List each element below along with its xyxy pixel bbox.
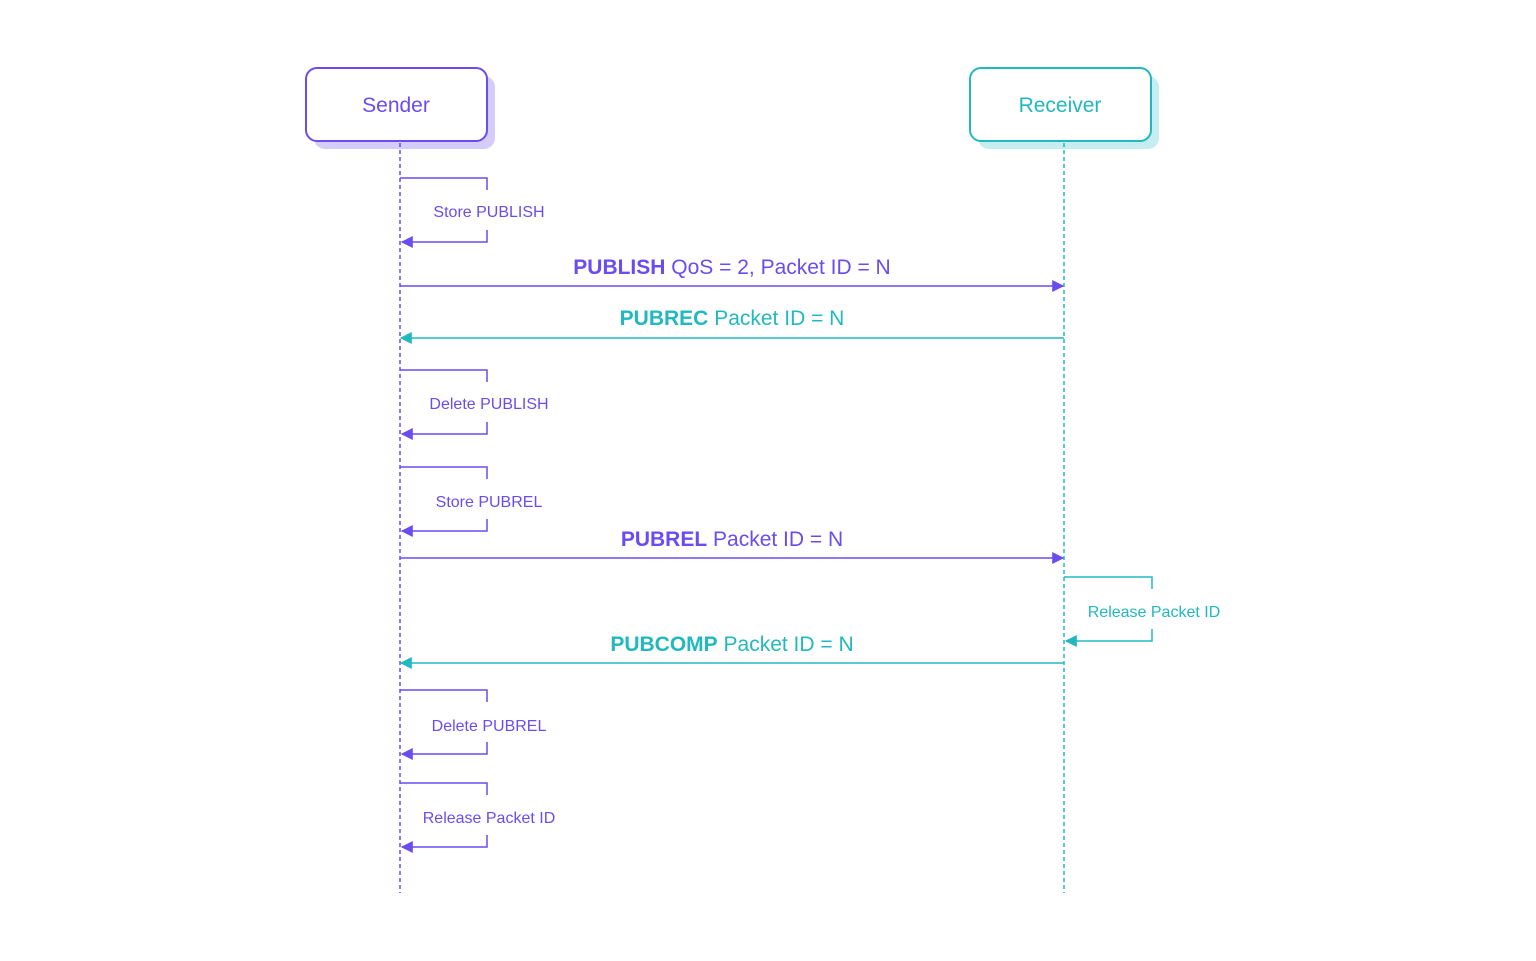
self-step-label: Release Packet ID [423, 810, 556, 827]
self-step-label: Delete PUBLISH [429, 396, 548, 413]
message-detail: Packet ID = N [718, 633, 854, 656]
self-loop [400, 369, 488, 434]
message-label: PUBREC Packet ID = N [620, 307, 845, 330]
self-step-sender-release: Release Packet ID [400, 782, 556, 847]
message-pubrel: PUBREL Packet ID = N [400, 528, 1065, 564]
self-step-delete-publish: Delete PUBLISH [400, 369, 549, 434]
sender-box [305, 67, 488, 142]
self-step-label: Store PUBREL [436, 494, 543, 511]
self-step-label: Store PUBLISH [433, 204, 544, 221]
self-loop [400, 689, 488, 754]
sender-participant: Sender [305, 67, 495, 149]
self-loop [1064, 576, 1153, 641]
self-step-store-publish: Store PUBLISH [400, 177, 545, 242]
message-publish: PUBLISH QoS = 2, Packet ID = N [400, 256, 1065, 292]
self-loop [400, 177, 488, 242]
sender-label: Sender [362, 94, 430, 117]
self-step-store-pubrel: Store PUBREL [400, 466, 543, 531]
message-label: PUBLISH QoS = 2, Packet ID = N [573, 256, 890, 279]
self-step-label: Release Packet ID [1088, 604, 1221, 621]
receiver-box [969, 67, 1152, 142]
message-pubcomp: PUBCOMP Packet ID = N [399, 633, 1064, 669]
message-label: PUBREL Packet ID = N [621, 528, 843, 551]
message-detail: Packet ID = N [707, 528, 843, 551]
message-pubrec: PUBREC Packet ID = N [399, 307, 1064, 344]
message-detail: Packet ID = N [708, 307, 844, 330]
self-loop [400, 466, 488, 531]
message-packet-name: PUBREL [621, 528, 708, 551]
self-step-delete-pubrel: Delete PUBREL [400, 689, 547, 754]
message-label: PUBCOMP Packet ID = N [610, 633, 853, 656]
self-loop [400, 782, 488, 847]
message-packet-name: PUBCOMP [610, 633, 717, 656]
receiver-participant: Receiver [969, 67, 1159, 149]
self-step-label: Delete PUBREL [432, 718, 547, 735]
self-step-receiver-release: Release Packet ID [1064, 576, 1221, 641]
message-packet-name: PUBLISH [573, 256, 665, 279]
message-packet-name: PUBREC [620, 307, 709, 330]
message-detail: QoS = 2, Packet ID = N [665, 256, 890, 279]
receiver-label: Receiver [1019, 94, 1102, 117]
